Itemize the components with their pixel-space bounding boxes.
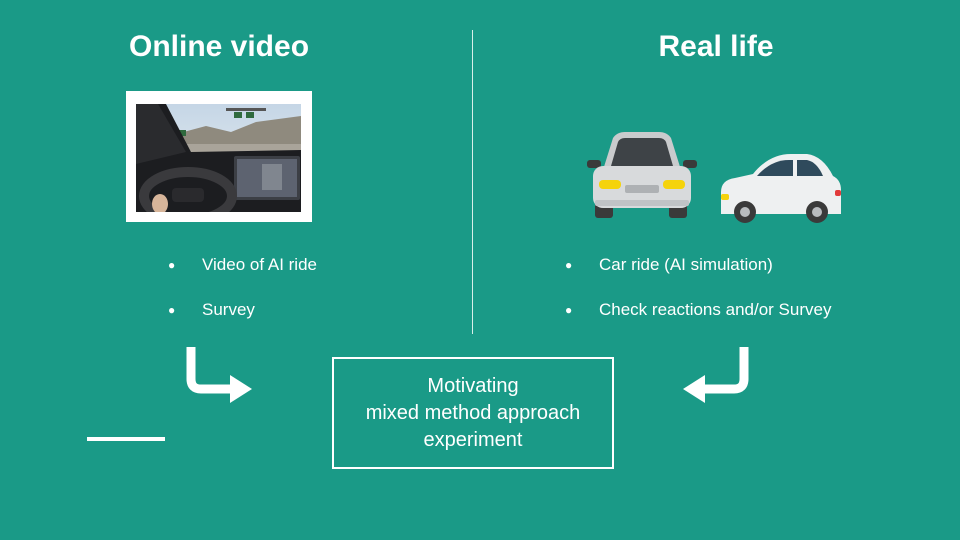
accent-dash [87,437,165,441]
bullet-icon: ● [168,258,176,272]
car-front-icon [587,132,697,218]
bullet-icon: ● [168,303,176,317]
car-side-icon [721,154,841,223]
arrow-down-left-icon [683,347,749,403]
list-item-text: Car ride (AI simulation) [599,255,773,274]
center-callout-box: Motivating mixed method approach experim… [332,357,614,469]
callout-line: experiment [423,428,523,451]
column-divider [472,30,473,334]
callout-line: mixed method approach [365,401,581,424]
bullet-icon: ● [565,303,573,317]
list-item-text: Video of AI ride [202,255,317,274]
left-heading: Online video [128,30,310,63]
list-item-text: Check reactions and/or Survey [599,300,832,319]
video-thumbnail [126,91,312,222]
right-heading: Real life [658,30,774,63]
bullet-icon: ● [565,258,573,272]
callout-line: Motivating [427,374,519,397]
arrow-down-right-icon [186,347,252,403]
cars-illustration [587,132,841,223]
car-interior-image [136,104,301,212]
list-item-text: Survey [202,300,255,319]
